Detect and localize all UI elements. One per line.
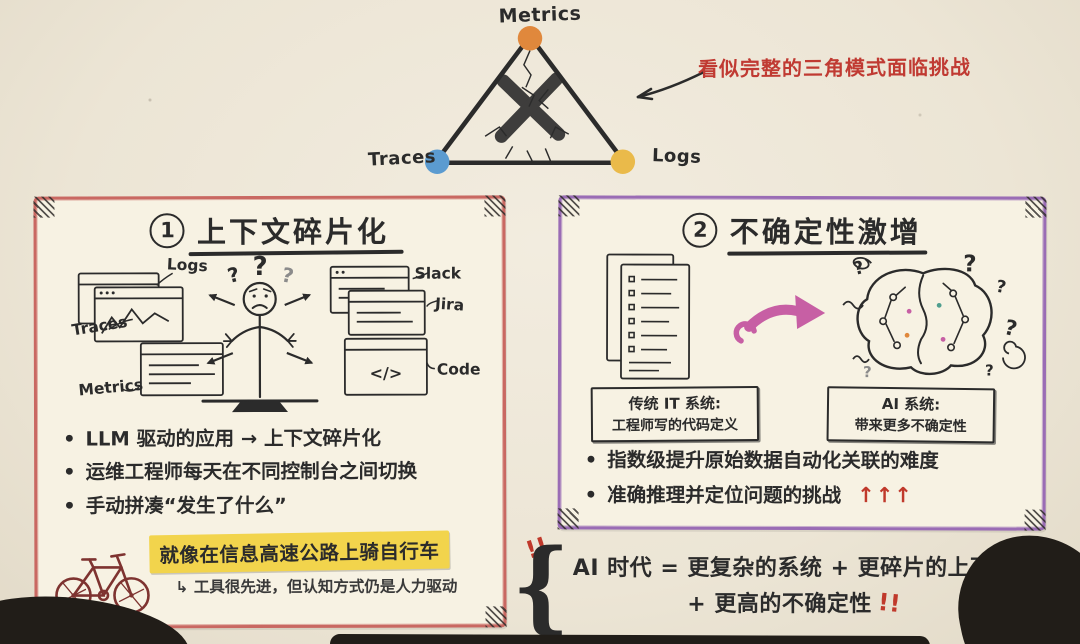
traces-dot	[424, 149, 450, 174]
exclamation-inline: !!	[876, 587, 903, 618]
svg-text:?: ?	[863, 363, 872, 381]
number-badge: 2	[682, 212, 718, 248]
fragmentation-diagram: </> ? ? ?	[71, 252, 481, 413]
ai-system-box: AI 系统: 带来更多不确定性	[826, 386, 996, 444]
left-window-labels: Logs Traces Metrics Slack Jira Code	[71, 255, 481, 400]
highlight-note: 就像在信息高速公路上骑自行车	[149, 530, 450, 574]
bullet-text: 指数级提升原始数据自动化关联的难度	[607, 448, 939, 473]
svg-text:Metrics: Metrics	[78, 376, 144, 400]
left-bullet-list: • LLM 驱动的应用 → 上下文碎片化 • 运维工程师每天在不同控制台之间切换…	[63, 424, 497, 525]
footnote-note: ↳ 工具很先进，但认知方式仍是人力驱动	[175, 577, 458, 597]
uncertainty-diagram: ? ? ? ? ? ?	[606, 251, 1026, 381]
svg-text:Logs: Logs	[166, 255, 208, 275]
title-text: 不确定性激增	[729, 214, 922, 250]
curly-brace-left: {	[512, 527, 570, 644]
bullet-dot: •	[63, 494, 76, 518]
traditional-system-box: 传统 IT 系统: 工程师写的代码定义	[590, 386, 760, 443]
panel-uncertainty: 2 不确定性激增	[557, 195, 1047, 531]
label-connectors	[108, 271, 439, 392]
conclusion-line-2: + 更高的不确定性!!	[570, 585, 1018, 621]
bullet-text: 运维工程师每天在不同控制台之间切换	[85, 459, 418, 484]
left-panel-title: 1 上下文碎片化	[36, 208, 502, 251]
traces-label: Traces	[367, 146, 437, 171]
box-subtitle: 工程师写的代码定义	[611, 417, 739, 435]
right-panel-title: 2 不确定性激增	[561, 208, 1043, 251]
right-tool-windows	[329, 265, 428, 396]
svg-text:Slack: Slack	[415, 264, 462, 282]
up-arrows: ↑↑↑	[857, 483, 913, 508]
svg-text:?: ?	[851, 257, 866, 280]
annotation-arrow-icon	[636, 70, 706, 101]
question-marks: ? ? ?	[225, 252, 296, 288]
bullet-item: • LLM 驱动的应用 → 上下文碎片化	[63, 424, 497, 453]
bullet-item: • 手动拼凑“发生了什么”	[63, 491, 497, 520]
left-console-windows	[77, 272, 224, 397]
triangle-outline	[432, 33, 628, 166]
svg-text:?: ?	[225, 262, 242, 288]
bullet-text: 准确推理并定位问题的挑战	[607, 483, 842, 508]
code-glyph: </>	[370, 364, 403, 383]
conclusion-line-1: AI 时代 = 更复杂的系统 + 更碎片的上下文	[572, 555, 1016, 581]
x-mark	[494, 72, 566, 143]
conclusion-text: AI 时代 = 更复杂的系统 + 更碎片的上下文 + 更高的不确定性!!	[570, 552, 1018, 621]
svg-text:?: ?	[1002, 315, 1020, 341]
number-badge: 1	[149, 212, 186, 248]
svg-text:?: ?	[985, 361, 994, 379]
radiating-arrows	[206, 293, 314, 365]
bullet-item: • 指数级提升原始数据自动化关联的难度	[585, 446, 1035, 475]
box-title: AI 系统:	[881, 394, 941, 414]
bullet-dot: •	[584, 448, 598, 472]
code-document	[606, 253, 691, 380]
svg-text:Code: Code	[437, 360, 481, 378]
title-text: 上下文碎片化	[196, 214, 390, 250]
svg-text:?: ?	[253, 252, 268, 282]
paper-edge-strip	[329, 633, 931, 644]
box-title: 传统 IT 系统:	[628, 394, 721, 414]
triangle-annotation: 看似完整的三角模式面临挑战	[697, 55, 972, 81]
svg-text:?: ?	[994, 277, 1007, 298]
svg-text:?: ?	[280, 262, 296, 288]
bullet-text: 手动拼凑“发生了什么”	[85, 493, 287, 518]
confused-engineer-figure	[201, 281, 319, 413]
logs-label: Logs	[651, 145, 702, 168]
ai-brain	[856, 267, 993, 376]
panel-context-fragmentation: 1 上下文碎片化	[33, 195, 507, 629]
logs-dot	[610, 149, 636, 174]
confusion-scribbles	[842, 256, 1026, 370]
transform-arrow	[733, 294, 826, 344]
svg-text:Jira: Jira	[433, 295, 464, 315]
triangle-section: Metrics	[360, 2, 720, 190]
bullet-item: • 运维工程师每天在不同控制台之间切换	[63, 458, 497, 487]
right-bullet-list: • 指数级提升原始数据自动化关联的难度 • 准确推理并定位问题的挑战 ↑↑↑	[585, 446, 1035, 516]
bullet-item: • 准确推理并定位问题的挑战 ↑↑↑	[585, 480, 1035, 512]
bullet-dot: •	[63, 460, 76, 484]
broken-triangle-drawing	[424, 26, 636, 174]
metrics-dot	[517, 26, 543, 51]
brain-question-marks: ? ? ? ? ? ?	[851, 251, 1020, 381]
svg-text:?: ?	[963, 251, 976, 277]
bullet-text: LLM 驱动的应用 → 上下文碎片化	[85, 426, 382, 451]
bullet-dot: •	[63, 427, 76, 451]
box-subtitle: 带来更多不确定性	[854, 417, 967, 436]
corner-hatch	[557, 508, 579, 530]
corner-hatch	[485, 606, 507, 628]
bullet-dot: •	[584, 483, 598, 507]
